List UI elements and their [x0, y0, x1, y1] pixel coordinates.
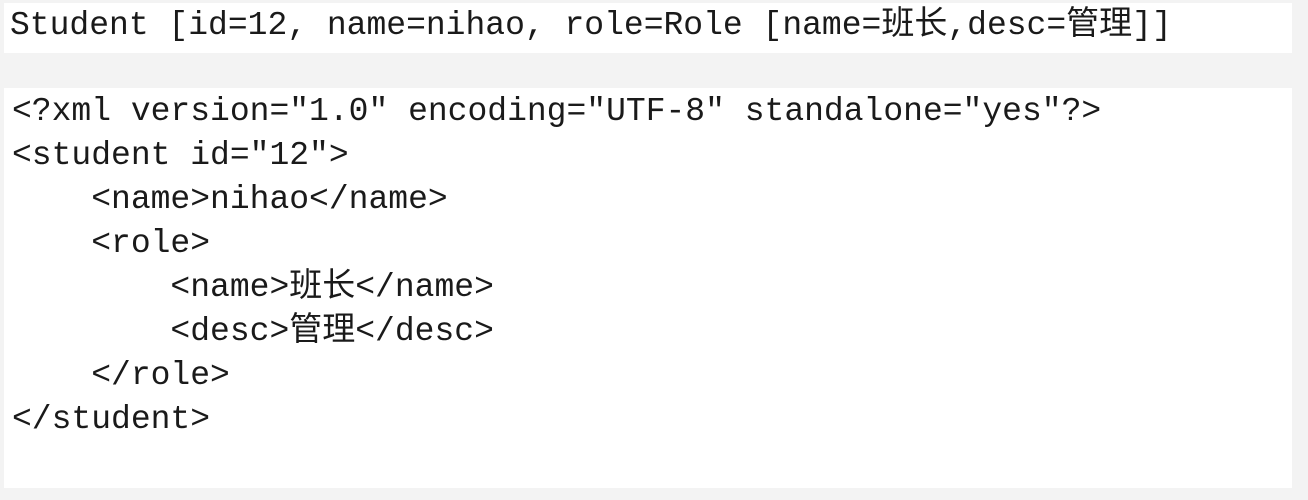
xml-line: </role>	[12, 357, 230, 394]
xml-line: <name>班长</name>	[12, 269, 494, 306]
xml-line: <desc>管理</desc>	[12, 313, 494, 350]
xml-output-block: <?xml version="1.0" encoding="UTF-8" sta…	[4, 88, 1292, 488]
xml-line: <name>nihao</name>	[12, 181, 448, 218]
xml-line: <role>	[12, 225, 211, 262]
xml-line: <student id="12">	[12, 137, 349, 174]
xml-line: <?xml version="1.0" encoding="UTF-8" sta…	[12, 93, 1102, 130]
tostring-output-block: Student [id=12, name=nihao, role=Role [n…	[4, 3, 1292, 53]
xml-line: </student>	[12, 401, 211, 438]
tostring-line: Student [id=12, name=nihao, role=Role [n…	[10, 7, 1172, 44]
